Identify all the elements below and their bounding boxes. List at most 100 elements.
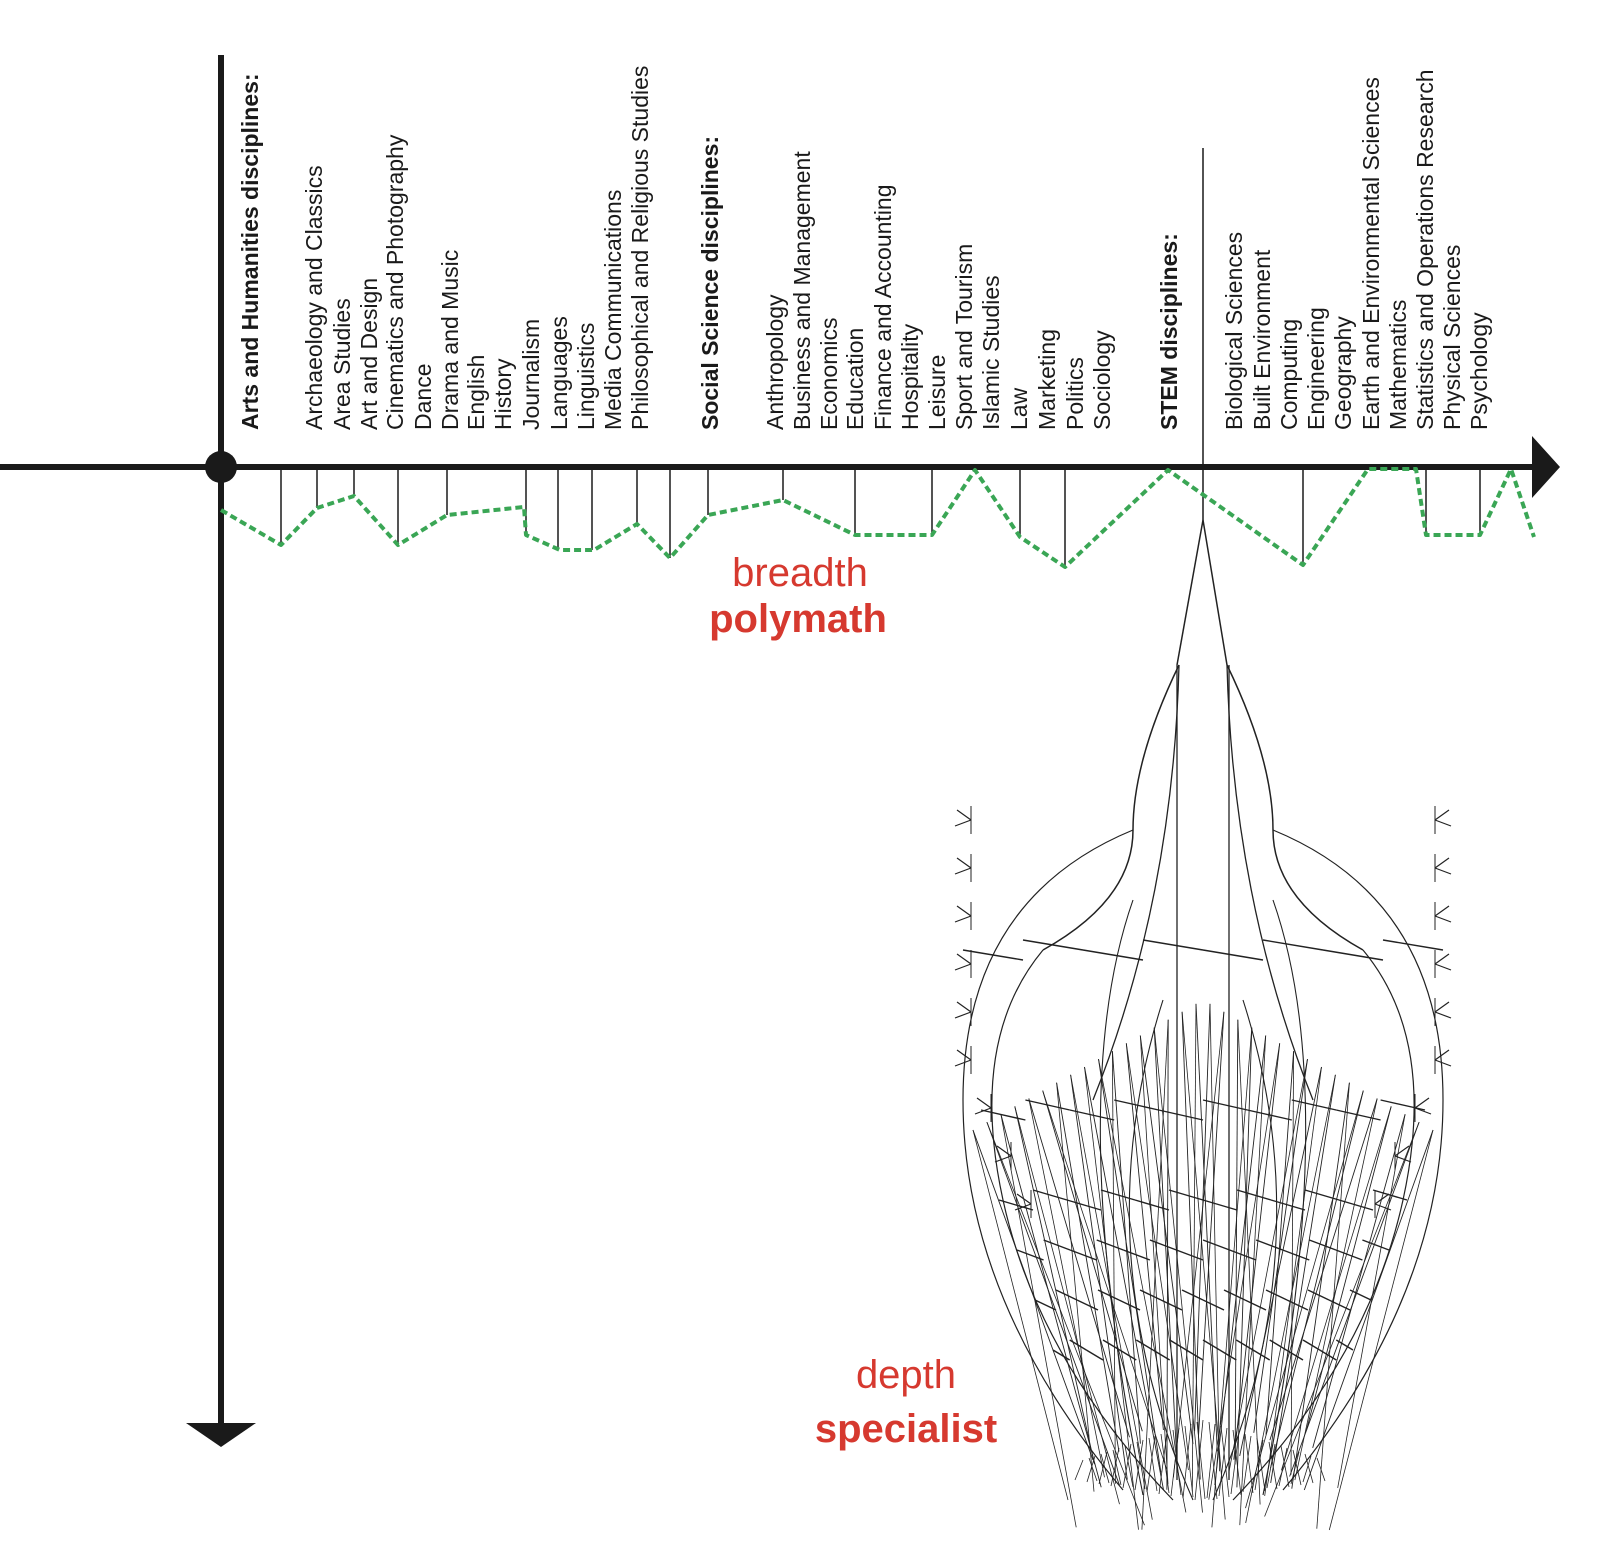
tree-branch <box>996 1145 1012 1157</box>
tree-branch <box>1303 1129 1434 1491</box>
tree-branch <box>1264 1121 1420 1517</box>
tree-branch <box>1092 664 1180 1101</box>
discipline-label: History <box>490 358 516 430</box>
tree-branch <box>1247 1109 1292 1121</box>
tree-branch <box>1182 1423 1192 1499</box>
tree-branch <box>1434 1001 1450 1013</box>
discipline-label: Mathematics <box>1385 300 1411 430</box>
tree-branch <box>1414 1097 1430 1109</box>
tree-branch <box>1170 1427 1180 1497</box>
tree-branch <box>1244 1299 1267 1311</box>
tree-branch <box>980 1109 1026 1121</box>
tree-branch <box>972 1129 1069 1501</box>
tree-branch <box>1028 1098 1130 1438</box>
tree-branch <box>1158 1109 1204 1121</box>
tree-branch <box>1176 519 1204 666</box>
tree-branch <box>1000 1114 1102 1488</box>
tree-branch <box>1122 1443 1132 1489</box>
tree-branch <box>1176 1249 1204 1261</box>
tree-branch <box>1194 1419 1204 1501</box>
tree-branch <box>1000 1114 1077 1528</box>
discipline-label: Media Communications <box>600 190 626 430</box>
tree-branch <box>1112 1449 1122 1486</box>
tree-branch <box>1125 1043 1189 1471</box>
discipline-label: Art and Design <box>356 278 382 430</box>
tree-branch <box>1134 1439 1144 1491</box>
tree-branch <box>1168 1189 1204 1201</box>
tree-branch <box>1264 1066 1322 1497</box>
tree-branch <box>1208 1421 1218 1500</box>
discipline-label: Geography <box>1330 316 1356 430</box>
discipline-label: Politics <box>1062 357 1088 430</box>
tree-branch <box>956 905 972 917</box>
tree-branch <box>1139 1035 1169 1484</box>
tree-branch <box>954 1059 972 1067</box>
tree-branch <box>1173 1011 1225 1478</box>
tree-branch <box>1434 1059 1452 1067</box>
tree-branch <box>1142 939 1204 951</box>
tree-branch <box>1262 899 1307 1496</box>
tree-branch <box>1125 1043 1164 1431</box>
tree-branch <box>1181 1011 1201 1480</box>
tree-branch <box>1086 1455 1096 1483</box>
tree-branch <box>1380 1099 1426 1111</box>
tree-branch <box>1119 1349 1137 1361</box>
tree-branch <box>954 963 972 971</box>
tree-branch <box>1270 1090 1364 1469</box>
tree-branch <box>956 953 972 965</box>
tree-branch <box>1269 1098 1378 1441</box>
tree-branch <box>1322 949 1384 961</box>
tree-branch <box>1302 1455 1312 1483</box>
tree-branch <box>1290 1451 1300 1485</box>
discipline-label: Earth and Environmental Sciences <box>1358 77 1384 430</box>
tree-branch <box>1102 1339 1121 1351</box>
tree-branch <box>1245 1090 1364 1509</box>
tree-branch <box>962 949 1024 961</box>
tree-branch <box>1291 1082 1350 1489</box>
tree-branch <box>1098 1059 1162 1473</box>
discipline-label: Area Studies <box>329 298 355 430</box>
discipline-label: Cinematics and Photography <box>382 134 408 430</box>
tree-branch <box>1016 1249 1044 1261</box>
tree-branch <box>1153 1027 1203 1513</box>
tree-branch <box>1226 664 1314 1101</box>
tree-branch <box>1255 1239 1283 1251</box>
tree-branch <box>1434 963 1452 971</box>
tree-branch <box>1282 1249 1310 1261</box>
tree-branch <box>1434 905 1450 917</box>
discipline-label: Biological Sciences <box>1221 232 1247 430</box>
tree-branch <box>1191 1003 1197 1492</box>
discipline-label: Sociology <box>1089 330 1115 430</box>
tree-branch <box>1253 1059 1308 1433</box>
discipline-label: Law <box>1006 387 1032 430</box>
tree-branch <box>1202 949 1264 961</box>
tree-branch <box>1136 1441 1146 1490</box>
tree-branch <box>1088 1457 1098 1482</box>
group-heading-2: STEM disciplines: <box>1156 233 1182 430</box>
tree-branch <box>976 1097 992 1109</box>
tree-branch <box>1281 1106 1392 1471</box>
tree-branch <box>1032 1189 1068 1201</box>
depth-word: depth <box>856 1353 956 1397</box>
tree-branch <box>1206 1423 1216 1499</box>
tree-branch <box>1202 519 1228 666</box>
tree-branch <box>1141 1019 1169 1530</box>
tree-branch <box>1014 1106 1095 1465</box>
tree-branch <box>1028 1098 1105 1478</box>
tree-branch <box>1372 1189 1408 1201</box>
discipline-label: Business and Management <box>789 151 815 430</box>
discipline-label: Marketing <box>1034 329 1060 430</box>
tree-branch <box>1228 1059 1308 1473</box>
tree-branch <box>1434 857 1450 869</box>
tree-branch <box>1070 1074 1128 1480</box>
tree-branch <box>1056 1082 1120 1452</box>
tree-branch <box>1302 1339 1321 1351</box>
discipline-label: Statistics and Operations Research <box>1412 69 1438 430</box>
tree-branch <box>1149 1239 1177 1251</box>
tree-branch <box>1309 1239 1337 1251</box>
tree-branch <box>1278 1447 1288 1487</box>
tree-branch <box>1434 819 1452 827</box>
tree-branch <box>1316 1082 1350 1529</box>
tree-branch <box>1237 1019 1261 1505</box>
discipline-label: Linguistics <box>573 323 599 430</box>
